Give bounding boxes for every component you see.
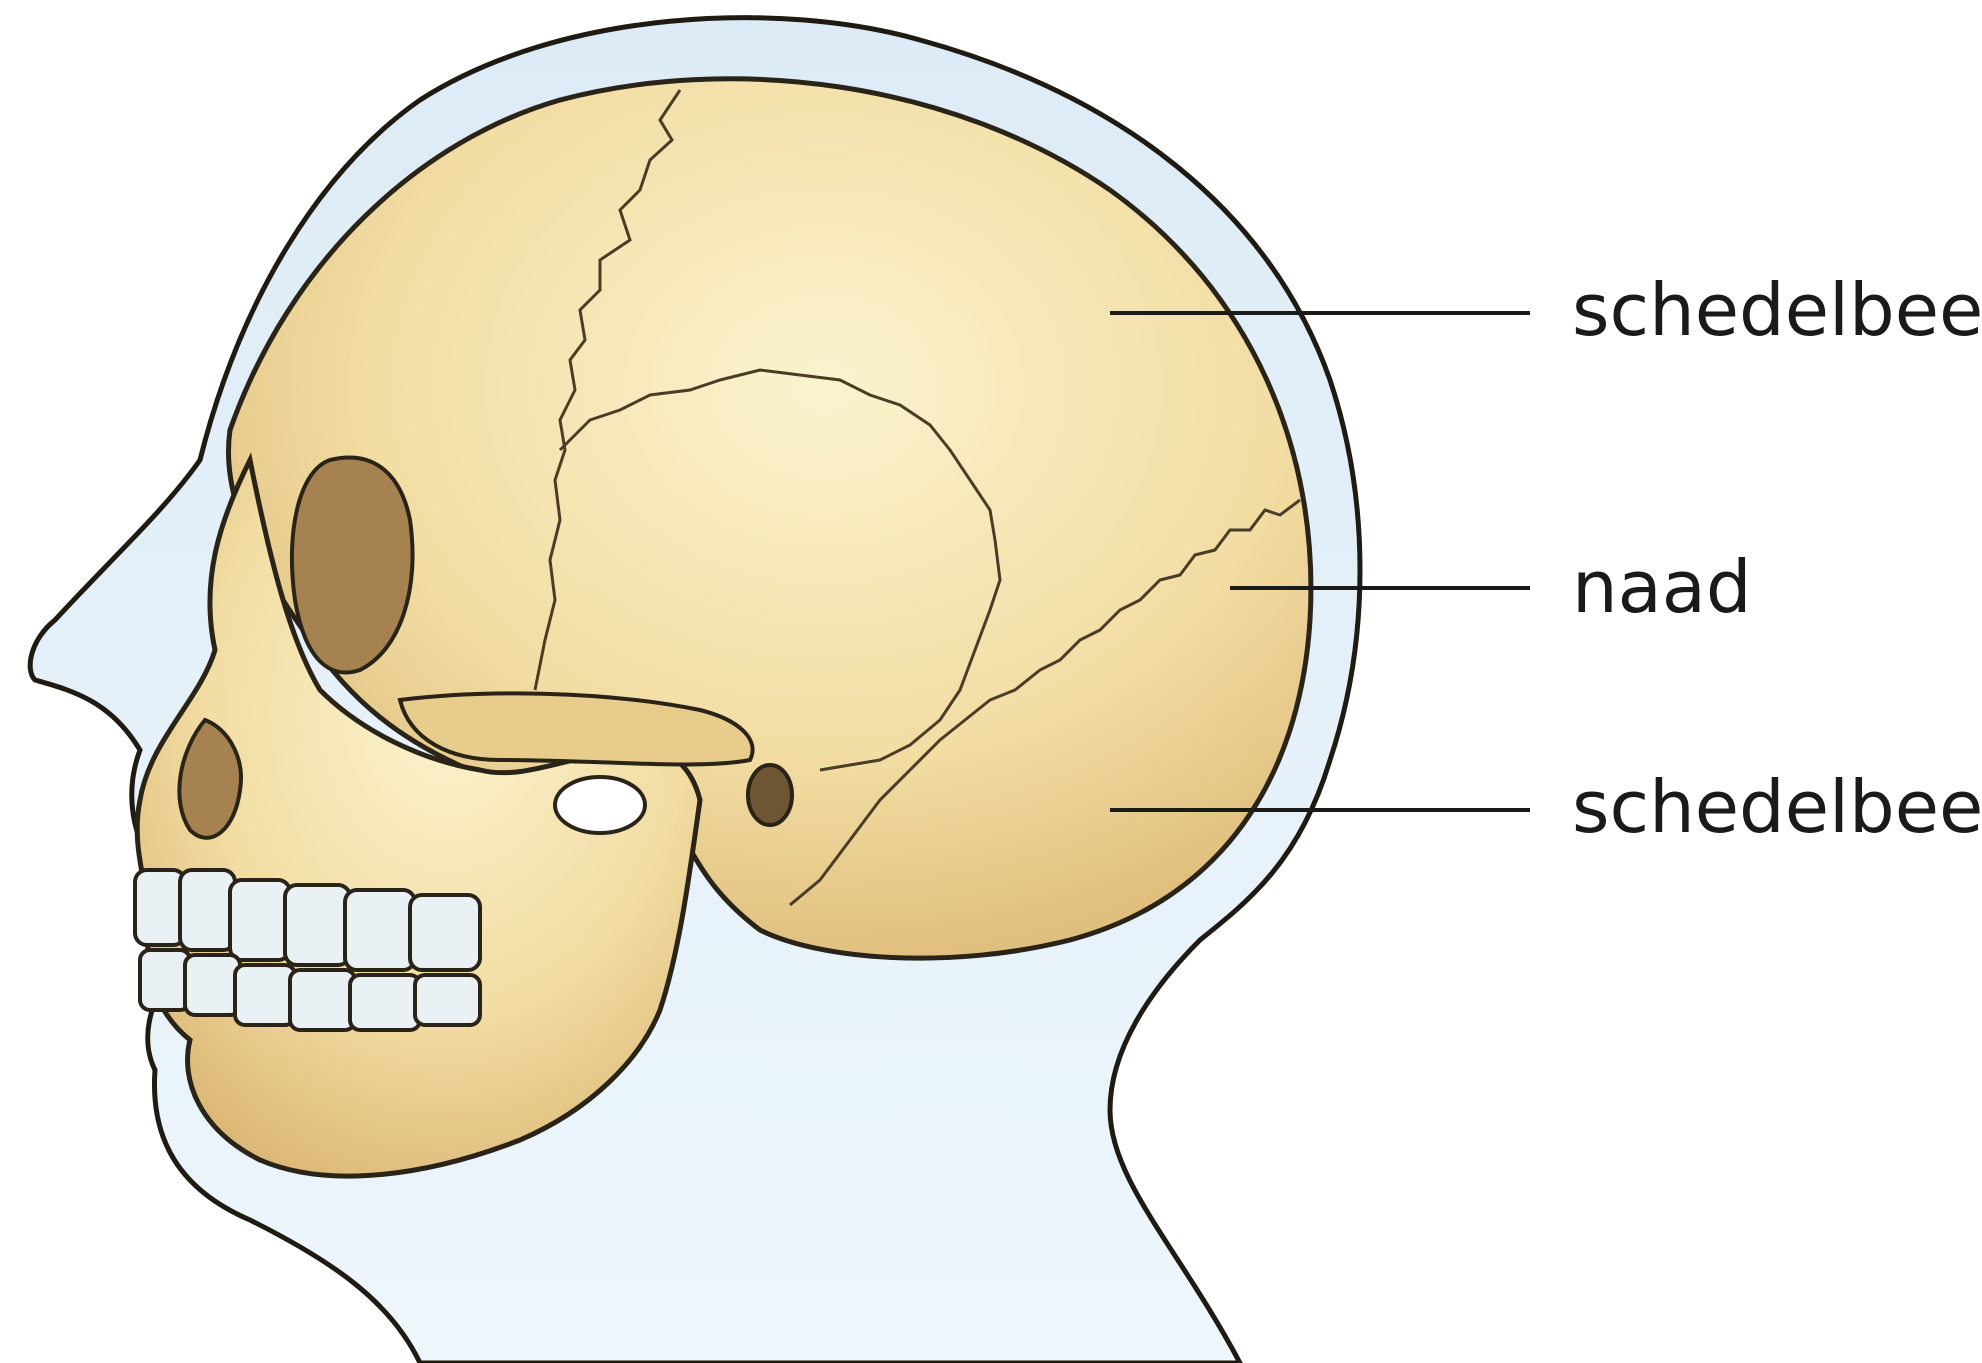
ear-canal	[748, 765, 792, 825]
label-naad: naad	[1572, 545, 1752, 629]
teeth	[135, 870, 480, 1030]
mandible-notch	[555, 777, 645, 833]
